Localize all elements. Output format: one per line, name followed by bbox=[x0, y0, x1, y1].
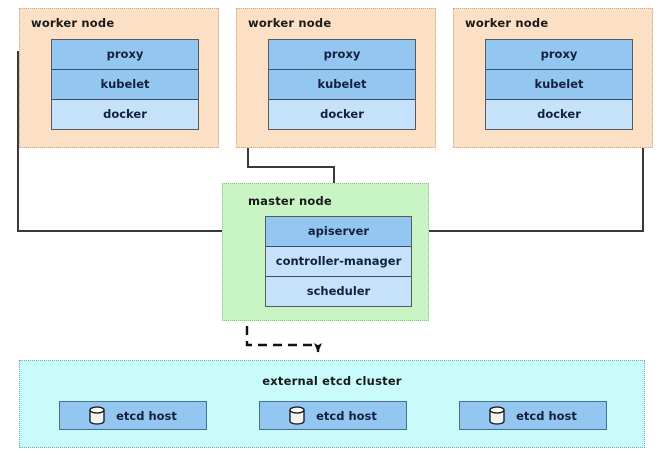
worker-node-3: worker node proxy kubelet docker bbox=[453, 8, 653, 148]
component-controller-manager[interactable]: controller-manager bbox=[266, 247, 411, 277]
etcd-host-3[interactable]: etcd host bbox=[459, 401, 607, 430]
etcd-host-2[interactable]: etcd host bbox=[259, 401, 407, 430]
component-kubelet[interactable]: kubelet bbox=[486, 70, 632, 100]
database-cylinder-icon bbox=[289, 406, 305, 425]
component-proxy[interactable]: proxy bbox=[269, 40, 415, 70]
master-node-title: master node bbox=[248, 194, 332, 208]
external-etcd-cluster-title: external etcd cluster bbox=[262, 374, 402, 388]
component-kubelet[interactable]: kubelet bbox=[269, 70, 415, 100]
worker-node-2: worker node proxy kubelet docker bbox=[236, 8, 436, 148]
component-proxy[interactable]: proxy bbox=[486, 40, 632, 70]
worker-node-2-component-stack: proxy kubelet docker bbox=[268, 39, 416, 130]
etcd-host-2-label: etcd host bbox=[316, 408, 377, 423]
component-scheduler[interactable]: scheduler bbox=[266, 277, 411, 306]
database-cylinder-icon bbox=[489, 406, 505, 425]
master-node-component-stack: apiserver controller-manager scheduler bbox=[265, 216, 412, 307]
component-docker[interactable]: docker bbox=[269, 100, 415, 129]
master-node: master node apiserver controller-manager… bbox=[222, 183, 429, 321]
worker-node-1-component-stack: proxy kubelet docker bbox=[51, 39, 199, 130]
worker-node-1-title: worker node bbox=[31, 16, 115, 30]
etcd-host-1[interactable]: etcd host bbox=[59, 401, 207, 430]
worker-node-3-title: worker node bbox=[465, 16, 549, 30]
component-docker[interactable]: docker bbox=[52, 100, 198, 129]
external-etcd-cluster: external etcd cluster etcd host etcd hos… bbox=[19, 360, 645, 448]
worker-node-3-component-stack: proxy kubelet docker bbox=[485, 39, 633, 130]
component-apiserver[interactable]: apiserver bbox=[266, 217, 411, 247]
etcd-host-3-label: etcd host bbox=[516, 408, 577, 423]
etcd-host-1-label: etcd host bbox=[116, 408, 177, 423]
component-kubelet[interactable]: kubelet bbox=[52, 70, 198, 100]
worker-node-2-title: worker node bbox=[248, 16, 332, 30]
worker-node-1: worker node proxy kubelet docker bbox=[19, 8, 219, 148]
database-cylinder-icon bbox=[89, 406, 105, 425]
component-proxy[interactable]: proxy bbox=[52, 40, 198, 70]
component-docker[interactable]: docker bbox=[486, 100, 632, 129]
